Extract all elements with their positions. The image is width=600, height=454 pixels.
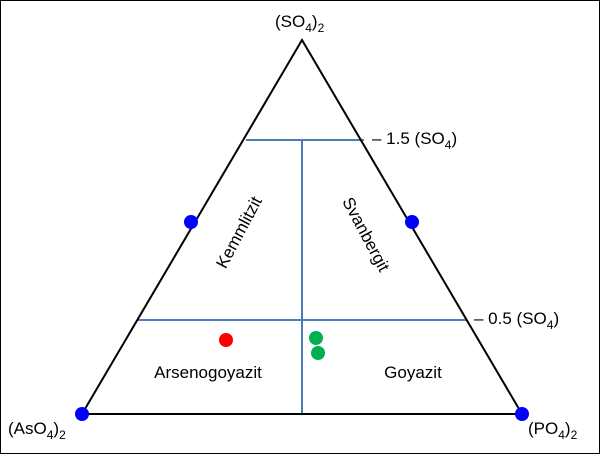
- sample-point-red: [219, 333, 233, 347]
- level-label-0-5: – 0.5 (SO4): [474, 309, 559, 332]
- level-label-1-5: – 1.5 (SO4): [372, 129, 457, 152]
- sample-point-green-1: [309, 331, 323, 345]
- region-label-goyazit: Goyazit: [384, 363, 442, 382]
- edge-marker-left: [184, 215, 198, 229]
- region-label-arsenogoyazit: Arsenogoyazit: [154, 363, 262, 382]
- vertex-marker-left: [75, 407, 89, 421]
- vertex-label-top: (SO4)2: [275, 12, 325, 35]
- sample-point-green-2: [311, 346, 325, 360]
- vertex-label-left: (AsO4)2: [8, 419, 66, 442]
- vertex-marker-right: [515, 407, 529, 421]
- region-label-kemmlitzit: Kemmlitzit: [212, 193, 266, 271]
- vertex-label-right: (PO4)2: [528, 419, 578, 442]
- region-label-svanbergit: Svanbergit: [338, 194, 393, 275]
- edge-marker-right: [405, 215, 419, 229]
